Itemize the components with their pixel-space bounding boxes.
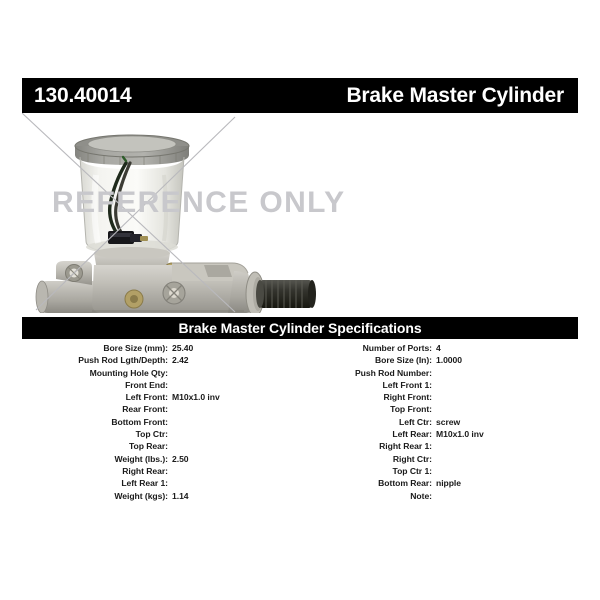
spec-row: Top Front: <box>300 403 578 415</box>
spec-label: Left Front 1: <box>382 379 433 390</box>
spec-row: Bore Size (mm): 25.40 <box>22 342 300 354</box>
spec-value: M10x1.0 inv <box>172 392 220 403</box>
spec-row: Left Ctr: screw <box>300 416 578 428</box>
spec-value: 1.14 <box>172 490 189 501</box>
spec-row: Top Rear: <box>22 440 300 452</box>
spec-label: Right Front: <box>383 392 432 403</box>
spec-label: Top Ctr: <box>135 429 168 440</box>
spec-row: Rear Front: <box>22 403 300 415</box>
spec-row: Push Rod Number: <box>300 367 578 379</box>
spec-row: Left Front 1: <box>300 379 578 391</box>
brake-master-cylinder-illustration <box>22 113 316 313</box>
part-number: 130.40014 <box>34 83 132 107</box>
spec-value: 25.40 <box>172 343 194 353</box>
specifications-header-bar: Brake Master Cylinder Specifications <box>22 317 578 339</box>
specifications-title: Brake Master Cylinder Specifications <box>178 320 422 336</box>
spec-label: Number of Ports: <box>362 343 432 353</box>
spec-row: Bore Size (In): 1.0000 <box>300 354 578 366</box>
spec-label: Weight (lbs.): <box>114 453 168 464</box>
spec-label: Bore Size (In): <box>374 355 432 366</box>
cross-line-descending <box>22 113 236 313</box>
spec-row: Left Rear 1: <box>22 477 300 489</box>
spec-row: Push Rod Lgth/Depth: 2.42 <box>22 354 300 366</box>
spec-row: Mounting Hole Qty: <box>22 367 300 379</box>
spec-label: Bore Size (mm): <box>103 343 168 353</box>
spec-row: Weight (kgs): 1.14 <box>22 490 300 502</box>
spec-row: Bottom Rear: nipple <box>300 477 578 489</box>
spec-label: Bottom Front: <box>111 416 168 427</box>
spec-row: Front End: <box>22 379 300 391</box>
spec-value: 2.42 <box>172 355 189 366</box>
product-name: Brake Master Cylinder <box>346 83 564 107</box>
spec-row: Top Ctr 1: <box>300 465 578 477</box>
spec-label: Right Ctr: <box>392 453 432 464</box>
spec-value: 2.50 <box>172 453 189 464</box>
reference-only-watermark: REFERENCE ONLY <box>52 186 346 219</box>
spec-row: Right Front: <box>300 391 578 403</box>
spec-row: Left Front: M10x1.0 inv <box>22 391 300 403</box>
spec-label: Top Front: <box>390 404 432 415</box>
spec-row: Note: <box>300 490 578 502</box>
spec-label: Front End: <box>125 379 168 390</box>
product-image-area: REFERENCE ONLY <box>22 113 578 313</box>
spec-row: Bottom Front: <box>22 416 300 428</box>
spec-row: Left Rear: M10x1.0 inv <box>300 428 578 440</box>
spec-label: Left Rear 1: <box>121 478 168 489</box>
spec-label: Left Ctr: <box>399 416 432 427</box>
spec-label: Left Rear: <box>392 429 432 440</box>
spec-label: Push Rod Number: <box>354 367 432 378</box>
spec-label: Left Front: <box>125 392 168 403</box>
spec-label: Top Rear: <box>128 441 168 452</box>
spec-label: Rear Front: <box>122 404 168 415</box>
spec-label: Weight (kgs): <box>114 490 168 501</box>
spec-label: Top Ctr 1: <box>392 465 433 476</box>
spec-value: M10x1.0 inv <box>436 429 484 440</box>
spec-value: screw <box>436 416 461 427</box>
spec-row: Top Ctr: <box>22 428 300 440</box>
cross-line-ascending <box>35 116 236 311</box>
spec-label: Right Rear: <box>122 465 168 476</box>
spec-row: Right Ctr: <box>300 453 578 465</box>
spec-label: Bottom Rear: <box>378 478 432 489</box>
spec-label: Note: <box>410 490 432 501</box>
spec-label: Right Rear 1: <box>379 441 432 452</box>
spec-value: 4 <box>436 343 441 353</box>
product-header-bar: 130.40014 Brake Master Cylinder <box>22 78 578 113</box>
spec-value: nipple <box>436 478 462 489</box>
spec-value: 1.0000 <box>436 355 462 366</box>
spec-row: Weight (lbs.): 2.50 <box>22 453 300 465</box>
spec-label: Mounting Hole Qty: <box>89 367 168 378</box>
spec-row: Number of Ports: 4 <box>300 342 578 354</box>
spec-row: Right Rear 1: <box>300 440 578 452</box>
spec-label: Push Rod Lgth/Depth: <box>78 355 168 366</box>
spec-row: Right Rear: <box>22 465 300 477</box>
